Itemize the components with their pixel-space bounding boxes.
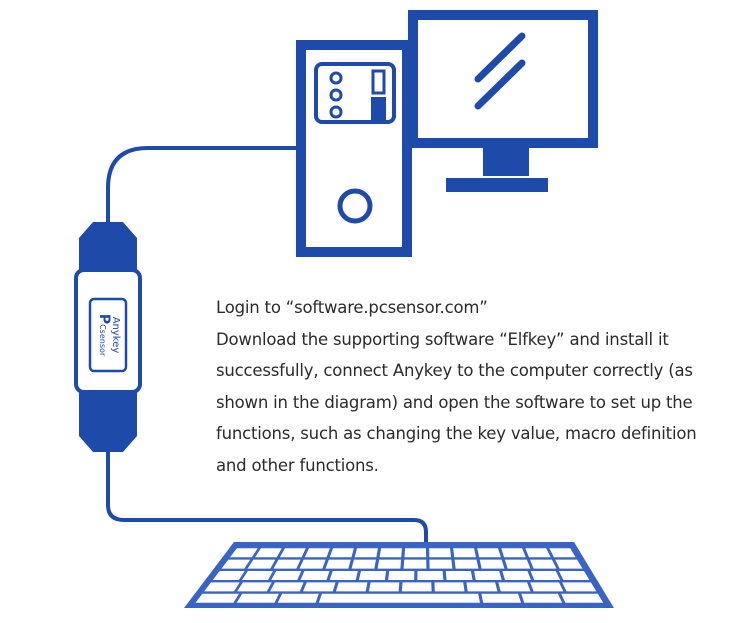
keyboard-key <box>549 548 576 558</box>
keyboard-key <box>479 559 505 569</box>
keyboard <box>184 542 614 608</box>
login-instruction: Login to “software.pcsensor.com” <box>216 298 488 317</box>
keyboard-key <box>304 548 330 558</box>
keyboard-key <box>562 582 597 592</box>
keyboard-key <box>273 559 301 569</box>
keyboard-key <box>335 582 368 592</box>
keyboard-key <box>195 593 240 603</box>
keyboard-key <box>230 548 258 558</box>
keyboard-key <box>454 559 479 569</box>
keyboard-key <box>236 593 279 603</box>
keyboard-key <box>530 582 564 592</box>
keyboard-key <box>329 548 354 558</box>
keyboard-key <box>474 571 502 580</box>
brand-logo: PCsensor <box>96 314 112 357</box>
keyboard-key <box>279 548 306 558</box>
keyboard-key <box>254 548 282 558</box>
keyboard-key <box>388 571 415 580</box>
computer-tower <box>296 40 412 257</box>
computer-cable <box>106 122 380 222</box>
keyboard-key <box>417 571 444 580</box>
device-name-label: Anykey <box>110 317 121 354</box>
keyboard-key <box>299 559 326 569</box>
keyboard-keys <box>195 548 604 603</box>
keyboard-key <box>329 571 358 580</box>
keyboard-key <box>354 548 378 558</box>
keyboard-key <box>247 559 276 569</box>
keyboard-key <box>271 571 302 580</box>
keyboard-key <box>477 548 501 558</box>
keyboard-key <box>498 582 531 592</box>
keyboard-key <box>558 571 590 580</box>
setup-instruction: Download the supporting software “Elfkey… <box>216 329 697 475</box>
keyboard-key <box>237 582 272 592</box>
keyboard-key <box>404 548 427 558</box>
keyboard-key <box>221 559 251 569</box>
keyboard-key <box>445 571 473 580</box>
anykey-adapter: Anykey PCsensor <box>74 222 142 452</box>
keyboard-key <box>303 582 336 592</box>
keyboard-key <box>525 548 551 558</box>
monitor <box>408 10 598 192</box>
keyboard-key <box>434 582 465 592</box>
keyboard-cable <box>106 452 428 544</box>
keyboard-key <box>555 559 583 569</box>
keyboard-key <box>351 559 376 569</box>
keyboard-key <box>401 582 432 592</box>
keyboard-key <box>212 571 245 580</box>
keyboard-key <box>300 571 330 580</box>
instructions-text: Login to “software.pcsensor.com” Downloa… <box>216 292 716 481</box>
power-button-icon <box>337 188 373 224</box>
keyboard-key <box>504 559 531 569</box>
keyboard-key <box>270 582 304 592</box>
keyboard-key <box>561 593 604 603</box>
keyboard-key <box>368 582 400 592</box>
keyboard-key <box>501 548 526 558</box>
keyboard-key <box>358 571 387 580</box>
keyboard-key <box>502 571 531 580</box>
keyboard-key <box>429 548 452 558</box>
keyboard-key <box>429 559 453 569</box>
keyboard-key <box>379 548 402 558</box>
keyboard-key <box>277 593 319 603</box>
keyboard-key <box>529 559 557 569</box>
keyboard-key <box>466 582 498 592</box>
keyboard-key <box>318 593 480 603</box>
keyboard-key <box>481 593 522 603</box>
keyboard-key <box>530 571 561 580</box>
keyboard-key <box>377 559 402 569</box>
keyboard-key <box>521 593 563 603</box>
keyboard-key <box>403 559 427 569</box>
keyboard-key <box>453 548 476 558</box>
keyboard-key <box>325 559 351 569</box>
keyboard-key <box>242 571 273 580</box>
keyboard-key <box>204 582 240 592</box>
